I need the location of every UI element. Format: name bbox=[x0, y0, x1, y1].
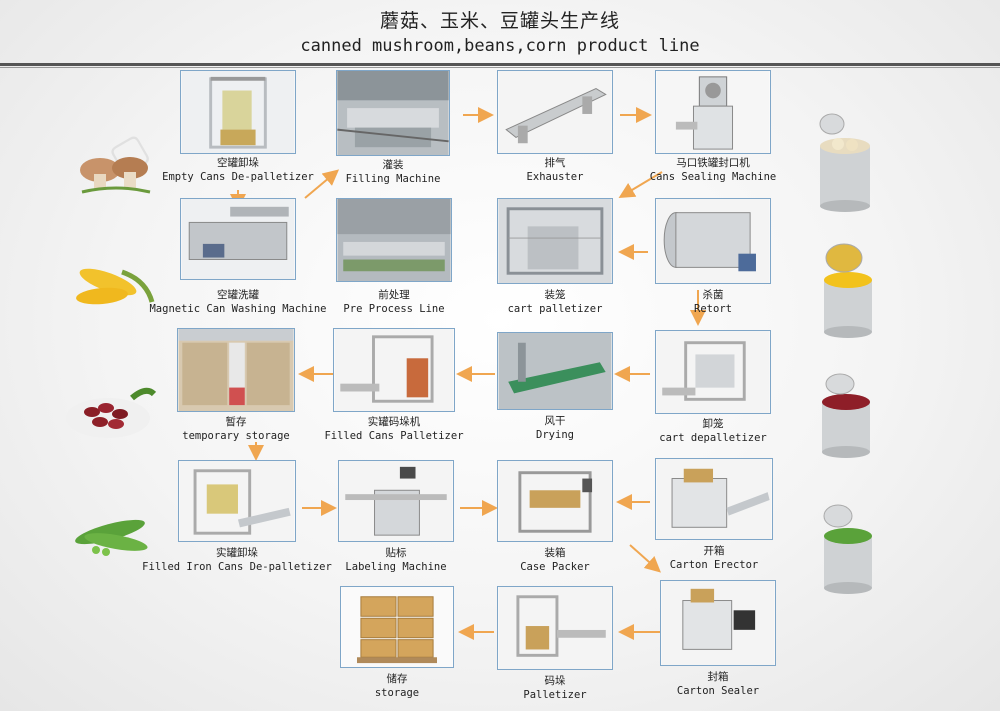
carton-sealer-photo bbox=[660, 580, 776, 666]
retort-photo bbox=[655, 198, 771, 284]
step-label-cn: 开箱 bbox=[703, 545, 725, 557]
step-iron-depalletizer: 实罐卸垛 Filled Iron Cans De-palletizer bbox=[142, 460, 332, 573]
step-preprocess: 前处理 Pre Process Line bbox=[336, 198, 452, 315]
mushroom-icon bbox=[78, 148, 154, 196]
red-beans-icon bbox=[62, 382, 158, 444]
page-title-en: canned mushroom,beans,corn product line bbox=[300, 36, 700, 56]
step-label-en: Drying bbox=[536, 429, 574, 441]
step-temp-storage: 暂存 temporary storage bbox=[177, 328, 295, 442]
step-palletizer: 码垛 Palletizer bbox=[497, 586, 613, 701]
step-carton-sealer: 封箱 Carton Sealer bbox=[660, 580, 776, 697]
step-label-en: Carton Sealer bbox=[676, 685, 760, 697]
drying-conveyor-photo bbox=[497, 332, 613, 410]
step-label-cn: 封箱 bbox=[707, 671, 729, 683]
step-label-cn: 暂存 bbox=[225, 416, 247, 428]
step-label-cn: 装笼 bbox=[544, 289, 566, 301]
step-label-cn: 杀菌 bbox=[702, 289, 724, 301]
step-labeling: 贴标 Labeling Machine bbox=[338, 460, 454, 573]
step-sealing: 马口铁罐封口机 Cans Sealing Machine bbox=[650, 70, 776, 183]
pre-process-line-photo bbox=[336, 198, 452, 282]
corn-can-icon bbox=[818, 240, 878, 338]
step-label-cn: 储存 bbox=[386, 673, 408, 685]
step-label-en: Filling Machine bbox=[345, 173, 441, 185]
washing-machine-photo bbox=[180, 198, 296, 280]
cart-palletizer-photo bbox=[497, 198, 613, 284]
storage-boxes-photo bbox=[340, 586, 454, 668]
step-label-en: Cans Sealing Machine bbox=[649, 171, 777, 183]
step-carton-erector: 开箱 Carton Erector bbox=[655, 458, 773, 571]
case-packer-photo bbox=[497, 460, 613, 542]
mushroom-can-icon bbox=[812, 112, 878, 212]
temporary-storage-photo bbox=[177, 328, 295, 412]
peas-can-icon bbox=[816, 502, 880, 594]
step-label-cn: 实罐码垛机 bbox=[367, 416, 421, 428]
step-depalletizer: 空罐卸垛 Empty Cans De-palletizer bbox=[162, 70, 314, 183]
labeling-machine-photo bbox=[338, 460, 454, 542]
step-label-en: Labeling Machine bbox=[345, 561, 447, 573]
header-rule-thin bbox=[0, 67, 1000, 68]
arrow-casepacker-to-sealer bbox=[629, 544, 661, 573]
step-cart-depalletizer: 卸笼 cart depalletizer bbox=[655, 330, 771, 444]
exhauster-photo bbox=[497, 70, 613, 154]
step-washing: 空罐洗罐 Magnetic Can Washing Machine bbox=[149, 198, 327, 315]
step-label-en: Pre Process Line bbox=[343, 303, 445, 315]
step-filling: 灌装 Filling Machine bbox=[336, 70, 450, 185]
step-label-en: Magnetic Can Washing Machine bbox=[149, 303, 327, 315]
step-label-en: Case Packer bbox=[520, 561, 590, 573]
step-cart-palletizer: 装笼 cart palletizer bbox=[497, 198, 613, 315]
filling-machine-photo bbox=[336, 70, 450, 156]
filled-cans-palletizer-photo bbox=[333, 328, 455, 412]
step-label-cn: 前处理 bbox=[378, 289, 410, 301]
page-title-cn: 蘑菇、玉米、豆罐头生产线 bbox=[379, 10, 620, 32]
beans-can-icon bbox=[816, 370, 876, 458]
step-label-en: cart palletizer bbox=[507, 303, 603, 315]
arrow-sealing-to-cartpal bbox=[618, 171, 663, 199]
step-label-cn: 码垛 bbox=[544, 675, 566, 687]
step-label-cn: 排气 bbox=[544, 157, 566, 169]
cart-depalletizer-photo bbox=[655, 330, 771, 414]
step-exhauster: 排气 Exhauster bbox=[497, 70, 613, 183]
step-label-en: cart depalletizer bbox=[659, 432, 767, 444]
step-label-cn: 空罐洗罐 bbox=[217, 289, 259, 301]
iron-cans-depalletizer-photo bbox=[178, 460, 296, 542]
step-label-en: Filled Iron Cans De-palletizer bbox=[142, 561, 332, 573]
step-label-en: Empty Cans De-palletizer bbox=[162, 171, 314, 183]
carton-erector-photo bbox=[655, 458, 773, 540]
step-label-en: Palletizer bbox=[523, 689, 587, 701]
step-label-en: storage bbox=[374, 687, 420, 699]
step-label-cn: 装箱 bbox=[544, 547, 566, 559]
step-label-cn: 风干 bbox=[544, 415, 566, 427]
step-label-en: Retort bbox=[694, 303, 732, 315]
step-filled-palletizer: 实罐码垛机 Filled Cans Palletizer bbox=[324, 328, 464, 442]
header-rule bbox=[0, 63, 1000, 66]
step-storage: 储存 storage bbox=[340, 586, 454, 699]
depalletizer-machine-photo bbox=[180, 70, 296, 154]
step-label-cn: 贴标 bbox=[385, 547, 407, 559]
corn-icon bbox=[72, 262, 156, 312]
step-label-cn: 实罐卸垛 bbox=[216, 547, 258, 559]
step-label-cn: 马口铁罐封口机 bbox=[676, 157, 750, 169]
step-label-cn: 卸笼 bbox=[702, 418, 724, 430]
step-label-en: Carton Erector bbox=[669, 559, 759, 571]
step-label-cn: 空罐卸垛 bbox=[217, 157, 259, 169]
step-drying: 风干 Drying bbox=[497, 332, 613, 441]
step-label-en: Exhauster bbox=[526, 171, 584, 183]
step-case-packer: 装箱 Case Packer bbox=[497, 460, 613, 573]
step-label-en: temporary storage bbox=[182, 430, 290, 442]
step-label-cn: 灌装 bbox=[382, 159, 404, 171]
sealing-machine-photo bbox=[655, 70, 771, 154]
green-peas-icon bbox=[66, 506, 162, 560]
palletizer-photo bbox=[497, 586, 613, 670]
arrow-washing-to-filling bbox=[304, 169, 340, 199]
step-label-en: Filled Cans Palletizer bbox=[324, 430, 464, 442]
step-retort: 杀菌 Retort bbox=[655, 198, 771, 315]
